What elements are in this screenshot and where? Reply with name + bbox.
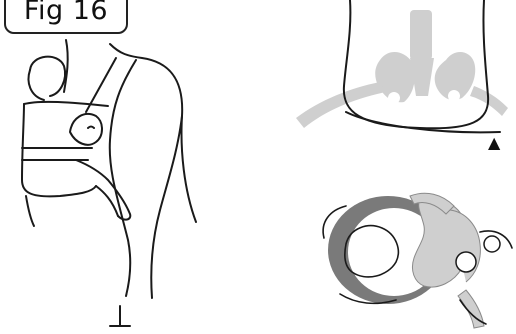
femur-top-right bbox=[458, 290, 484, 328]
